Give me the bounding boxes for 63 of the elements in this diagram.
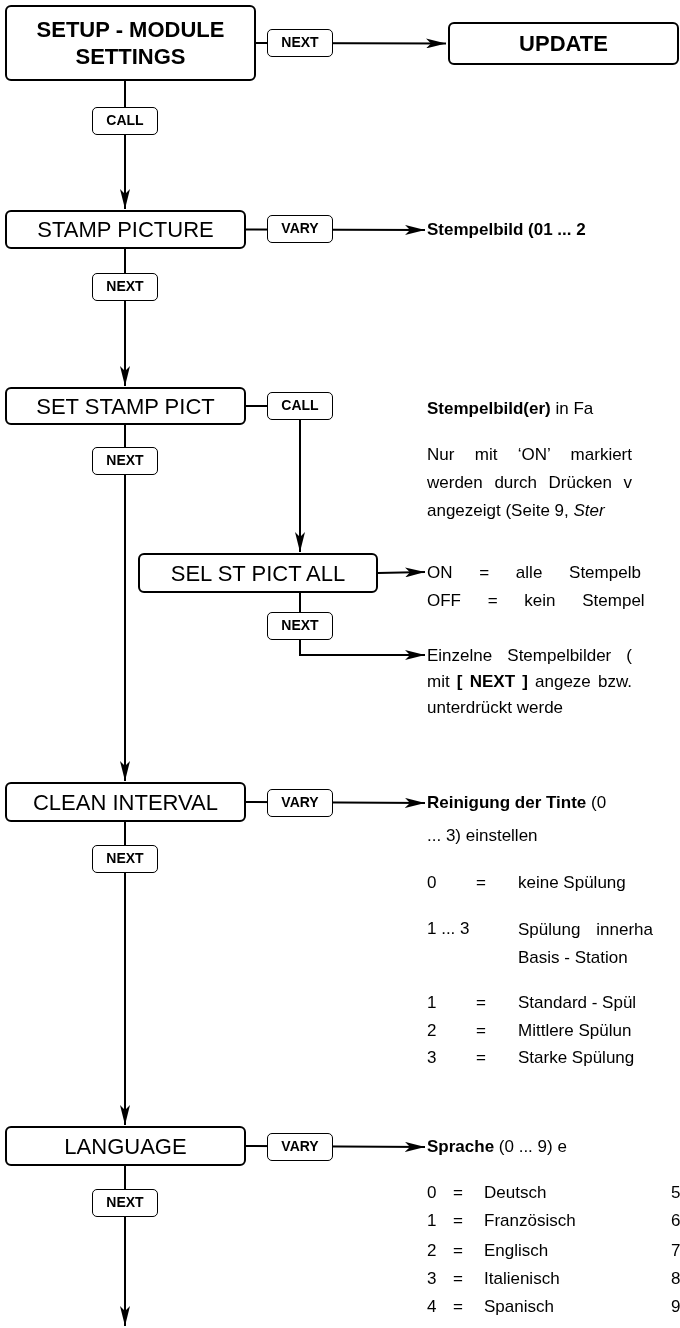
process-box: STAMP PICTURE xyxy=(5,210,246,249)
description-text: = xyxy=(453,1210,463,1232)
description-text: Französisch xyxy=(484,1210,576,1232)
description-text: Stempelbild (01 ... 2 xyxy=(427,217,677,243)
description-text: Englisch xyxy=(484,1240,549,1262)
description-text: 9 xyxy=(671,1296,680,1318)
arrow xyxy=(120,424,130,782)
process-box: CLEAN INTERVAL xyxy=(5,782,246,822)
description-text: 8 xyxy=(671,1268,680,1290)
description-text: Deutsch xyxy=(484,1182,547,1204)
description-text: 3 xyxy=(427,1268,437,1290)
process-box: SET STAMP PICT xyxy=(5,387,246,425)
edge-label: CALL xyxy=(267,392,333,420)
process-box: LANGUAGE xyxy=(5,1126,246,1166)
description-text: = xyxy=(476,992,486,1014)
edge-label: NEXT xyxy=(92,447,158,475)
edge-label: CALL xyxy=(92,107,158,135)
arrow xyxy=(120,821,130,1126)
description-text: keine Spülung xyxy=(518,872,626,894)
description-text: = xyxy=(453,1182,463,1204)
description-text: = xyxy=(476,1020,486,1042)
edge-label: VARY xyxy=(267,1133,333,1161)
process-box: UPDATE xyxy=(448,22,679,65)
description-text: 2 xyxy=(427,1240,437,1262)
edge-label: NEXT xyxy=(267,612,333,640)
description-text: Standard - Spül xyxy=(518,992,637,1014)
description-text: 6 xyxy=(671,1210,680,1232)
description-text: Spanisch xyxy=(484,1296,554,1318)
process-box: SEL ST PICT ALL xyxy=(138,553,378,593)
process-box: SETUP - MODULE SETTINGS xyxy=(5,5,256,81)
edge-label: NEXT xyxy=(267,29,333,57)
description-text: 1 xyxy=(427,1210,437,1232)
description-text: 0 xyxy=(427,872,437,894)
edge-label: NEXT xyxy=(92,1189,158,1217)
description-text: 2 xyxy=(427,1020,437,1042)
description-text: 7 xyxy=(671,1240,680,1262)
description-text: Stempelbild(er) in Fa xyxy=(427,398,594,420)
description-text: 4 xyxy=(427,1296,437,1318)
arrow xyxy=(377,567,426,578)
description-text: Nur mit ‘ON’ markiert werden durch Drücken v angezeigt (Seite 9, Ster xyxy=(427,444,632,522)
edge-label: VARY xyxy=(267,789,333,817)
description-text: Starke Spülung xyxy=(518,1047,635,1069)
option-text: ON = alle Stempelb xyxy=(427,562,642,584)
edge-label: NEXT xyxy=(92,845,158,873)
description-text: = xyxy=(453,1240,463,1262)
description-text: Italienisch xyxy=(484,1268,560,1290)
description-text: = xyxy=(453,1296,463,1318)
description-text: = xyxy=(453,1268,463,1290)
description-text: = xyxy=(476,872,486,894)
description-text: 1 ... 3 xyxy=(427,918,470,940)
description-text: Mittlere Spülun xyxy=(518,1020,632,1042)
description-text: = xyxy=(476,1047,486,1069)
description-text: 0 xyxy=(427,1182,437,1204)
description-text: Sprache (0 ... 9) e xyxy=(427,1134,677,1160)
edge-label: NEXT xyxy=(92,273,158,301)
description-text: 3 xyxy=(427,1047,437,1069)
description-text: Spülung innerha Basis - Station xyxy=(518,919,653,969)
option-text: OFF = kein Stempel xyxy=(427,590,646,612)
description-text: 1 xyxy=(427,992,437,1014)
edge-label: VARY xyxy=(267,215,333,243)
description-text: 5 xyxy=(671,1182,680,1204)
description-text: Einzelne Stempelbilder ( mit [ NEXT ] angeze bzw. unterdrückt werde xyxy=(427,643,632,721)
description-text: Reinigung der Tinte (0 ... 3) einstellen xyxy=(427,786,612,852)
